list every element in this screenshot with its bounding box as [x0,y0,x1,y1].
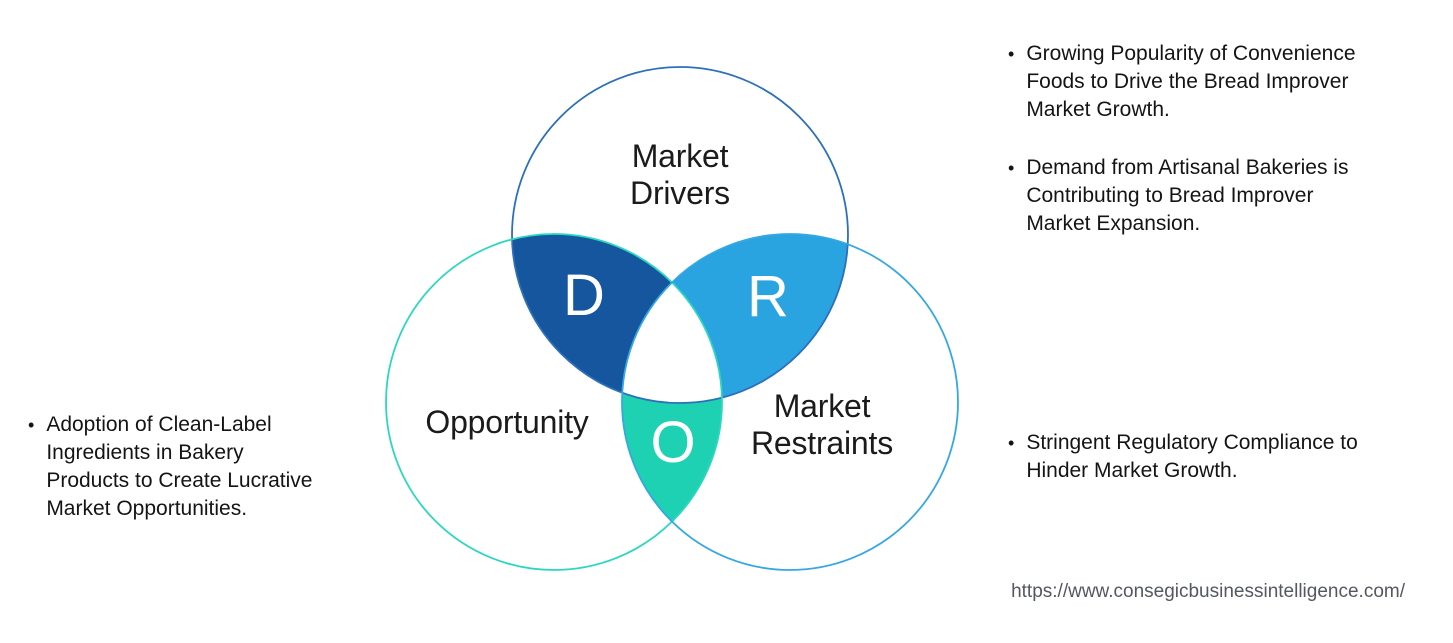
bullet-text: Demand from Artisanal Bakeries is Contri… [1026,156,1349,235]
source-url: https://www.consegicbusinessintelligence… [1011,581,1405,602]
bullet-driver-2: • Demand from Artisanal Bakeries is Cont… [1008,154,1428,238]
bullet-dot-icon: • [1008,158,1015,178]
letter-r: R [747,264,789,329]
letter-o: O [650,410,696,475]
bullet-dot-icon: • [1008,44,1015,64]
bullet-restraint: • Stringent Regulatory Compliance to Hin… [1008,429,1428,485]
bullet-dot-icon: • [28,415,35,435]
bullet-driver-1: • Growing Popularity of Convenience Food… [1008,40,1428,124]
bullet-text: Growing Popularity of Convenience Foods … [1026,42,1356,121]
restraints-circle-outline [621,233,959,571]
label-market-drivers: Market Drivers [630,138,730,211]
drivers-circle-outline [511,66,849,404]
label-opportunity: Opportunity [425,404,589,440]
opportunity-circle-outline [385,233,723,571]
letter-d: D [563,263,605,328]
label-market-restraints: Market Restraints [750,388,894,461]
bullet-text: Adoption of Clean-Label Ingredients in B… [46,413,313,520]
bullet-dot-icon: • [1008,433,1015,453]
bullet-text: Stringent Regulatory Compliance to Hinde… [1026,431,1358,482]
bullet-opportunity: • Adoption of Clean-Label Ingredients in… [28,411,358,523]
